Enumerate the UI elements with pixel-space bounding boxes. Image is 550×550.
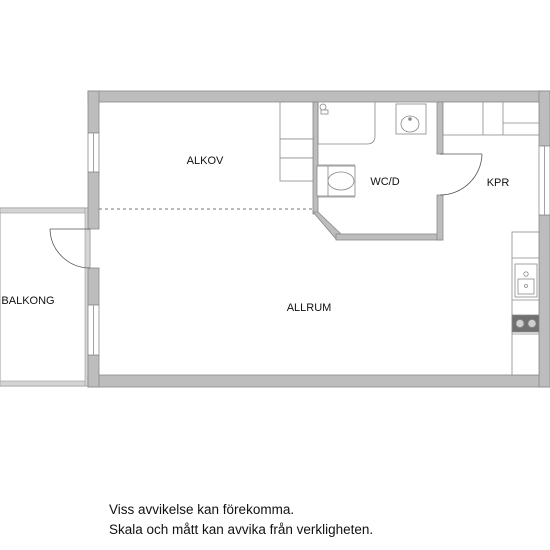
kitchen-counter [511, 231, 540, 376]
windows [87, 132, 550, 356]
kitchen-upper-counter [442, 101, 540, 136]
room-label-kpr: KPR [487, 177, 510, 189]
wardrobes [279, 101, 314, 182]
towel-dryer-icon [319, 103, 327, 111]
bathroom-fixtures [316, 102, 427, 198]
room-label-wcd: WC/D [370, 176, 399, 188]
wc-door [439, 153, 483, 196]
disclaimer-line-1: Viss avvikelse kan förekomma. [109, 502, 295, 517]
toilet-icon [327, 171, 355, 191]
outer-walls [87, 90, 550, 388]
disclaimer-line-2: Skala och mått kan avvika från verklighe… [109, 522, 374, 537]
room-label-balkong: BALKONG [1, 295, 54, 307]
room-label-allrum: ALLRUM [287, 302, 332, 314]
inner-walls [312, 101, 444, 241]
disclaimer: Viss avvikelse kan förekomma. Skala och … [109, 500, 373, 540]
balcony [0, 207, 91, 387]
room-label-alkov: ALKOV [187, 155, 224, 167]
balcony-door [49, 228, 91, 269]
